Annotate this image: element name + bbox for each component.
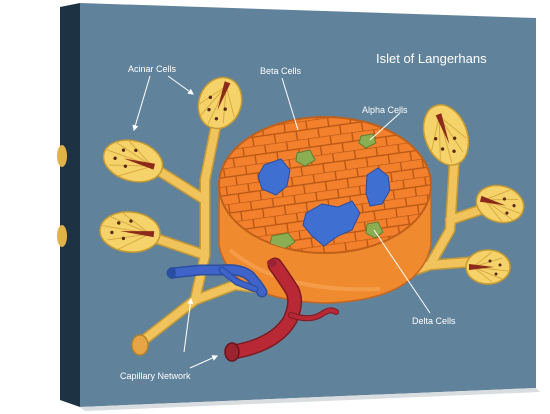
artery-end: [267, 259, 277, 267]
beta-leader: [281, 77, 299, 131]
acinar-arrow-left: [132, 75, 151, 132]
capillary-arrow-up: [183, 297, 194, 353]
blood-vessels: [166, 257, 339, 360]
beta-cell-clusters: [257, 158, 391, 247]
acinus-top: [197, 76, 243, 130]
vein-opening: [168, 267, 176, 279]
label-beta-cells: Beta Cells: [260, 66, 302, 76]
acinar-arrow-right: [167, 75, 194, 95]
alpha-leader: [369, 112, 401, 141]
canvas-edge: [60, 3, 80, 407]
label-delta-cells: Delta Cells: [412, 316, 456, 326]
capillary-arrow-right: [189, 355, 219, 369]
label-capillary-network: Capillary Network: [120, 371, 191, 381]
acinus-right-bottom: [465, 249, 511, 285]
duct-opening: [131, 334, 149, 356]
artery-opening: [224, 342, 240, 362]
leader-lines: [132, 75, 431, 369]
canvas-shadow: [80, 388, 540, 411]
label-alpha-cells: Alpha Cells: [362, 105, 408, 115]
alpha-delta-cells: [269, 133, 384, 250]
acinus-left-top: [102, 139, 164, 183]
acinus-right-top: [422, 104, 470, 166]
delta-leader: [373, 229, 431, 314]
acinus-right-middle: [475, 184, 525, 224]
diagram-title: Islet of Langerhans: [376, 51, 487, 66]
acinus-partial-upper: [57, 145, 67, 167]
islet-top-surface: [218, 116, 432, 254]
acinus-partial-lower: [57, 225, 67, 247]
label-acinar-cells: Acinar Cells: [128, 64, 177, 74]
acinus-left-bottom: [99, 211, 161, 253]
